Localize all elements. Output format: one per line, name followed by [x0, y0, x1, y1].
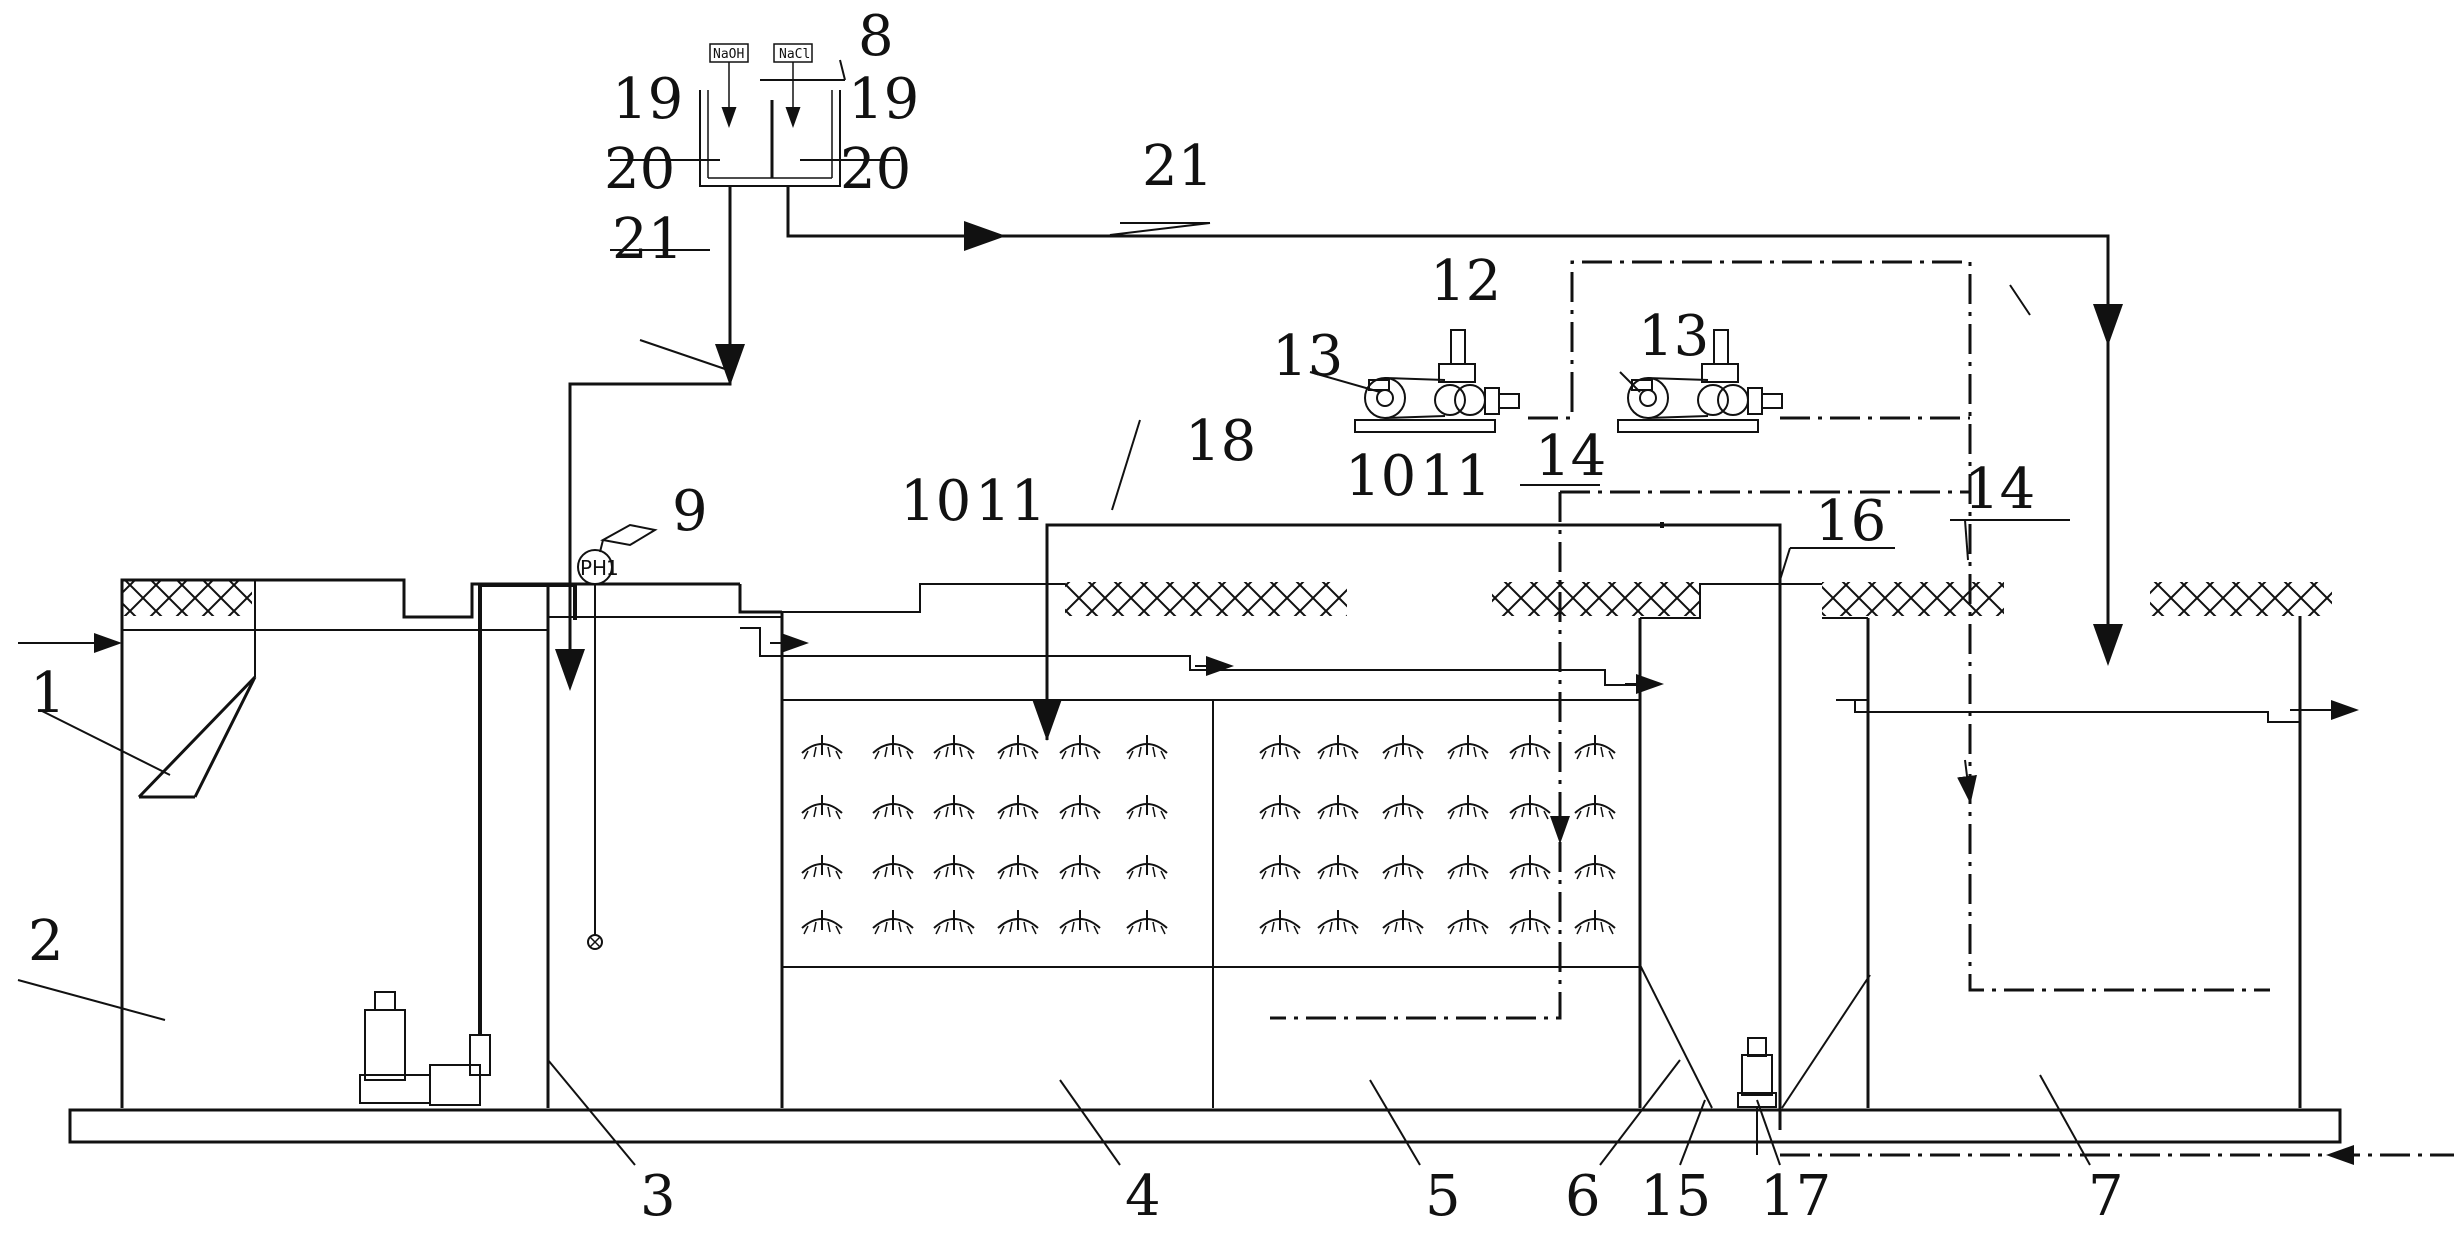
label-7: 7 — [2088, 1164, 2124, 1229]
leader-lines — [17, 59, 2091, 1166]
dosing-tanks: NaOH NaCl — [555, 43, 2123, 691]
sludge-pump — [1737, 1037, 1777, 1155]
label-14a: 14 — [1535, 424, 1606, 489]
label-11a: 11 — [975, 469, 1046, 534]
ground-hatch — [122, 580, 2332, 616]
ph-meter: PH 1 — [577, 523, 658, 585]
label-20a: 20 — [604, 137, 675, 202]
label-19a: 19 — [612, 67, 683, 132]
label-14b: 14 — [1964, 457, 2035, 522]
bar-screen — [193, 676, 257, 798]
diffuser-grid — [801, 734, 1616, 935]
tanks-4-5-aeration — [740, 583, 1664, 1108]
label-6: 6 — [1565, 1164, 1601, 1229]
label-10a: 10 — [900, 469, 971, 534]
label-20b: 20 — [840, 137, 911, 202]
submersible-pump-lift — [359, 583, 577, 1106]
label-13b: 13 — [1638, 304, 1709, 369]
label-15: 15 — [1640, 1164, 1711, 1229]
label-21b: 21 — [1142, 134, 1213, 199]
label-4: 4 — [1125, 1164, 1161, 1229]
svg-text:1: 1 — [606, 556, 619, 580]
label-17: 17 — [1760, 1164, 1831, 1229]
ph-meter-label: PH — [580, 556, 607, 580]
label-19b: 19 — [848, 67, 919, 132]
label-16: 16 — [1815, 489, 1886, 554]
label-21a: 21 — [612, 207, 683, 272]
label-2: 2 — [28, 909, 64, 974]
blower-left — [1354, 329, 1520, 433]
label-11b: 11 — [1420, 444, 1491, 509]
tank-3-ph-adjust — [472, 582, 784, 1108]
tank-7-storage — [2298, 616, 2302, 1108]
air-pipe-18 — [1032, 522, 1782, 1130]
label-5: 5 — [1425, 1164, 1461, 1229]
label-8: 8 — [858, 4, 894, 69]
tank-2-screen — [18, 578, 550, 1108]
air-lines-dashdot — [1270, 260, 2454, 1157]
label-10b: 10 — [1345, 444, 1416, 509]
label-3: 3 — [640, 1164, 676, 1229]
reference-numerals: 1 2 3 4 5 6 7 8 9 10 11 10 11 12 13 13 1… — [28, 4, 2124, 1229]
label-12: 12 — [1430, 249, 1501, 314]
label-1: 1 — [30, 661, 66, 726]
label-18: 18 — [1185, 409, 1256, 474]
chem-label-nacl: NaCl — [779, 47, 810, 62]
tank-6-sedimentation — [1639, 583, 2359, 1109]
foundation-slab — [68, 1108, 2342, 1144]
chem-label-naoh: NaOH — [713, 47, 744, 62]
label-13a: 13 — [1272, 324, 1343, 389]
label-9: 9 — [672, 479, 708, 544]
